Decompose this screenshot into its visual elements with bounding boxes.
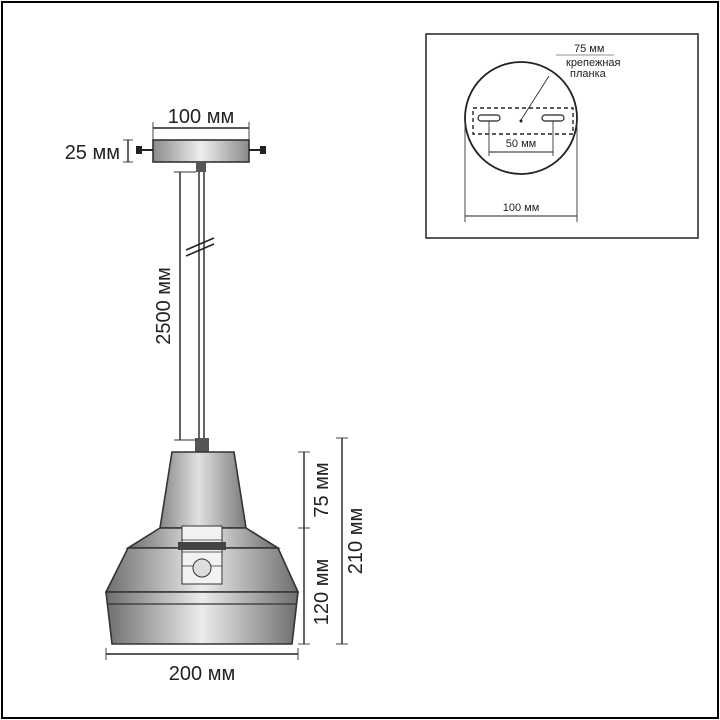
mounting-bracket xyxy=(472,107,574,135)
suspension-cord xyxy=(185,172,215,452)
inset-hole-spacing-label: 50 мм xyxy=(506,138,536,150)
lamp-shade xyxy=(104,451,300,645)
canopy-height-dimension: 25 мм xyxy=(65,139,133,164)
total-height-label: 210 мм xyxy=(345,508,367,574)
inset-bracket-label-2: планка xyxy=(570,68,607,80)
inset-bracket-label-1: крепежная xyxy=(566,57,621,69)
canopy-height-label: 25 мм xyxy=(65,142,120,164)
canopy-width-dimension: 100 мм xyxy=(152,106,250,140)
shade-top-height-label: 75 мм xyxy=(311,462,333,517)
total-height-dimension: 210 мм xyxy=(336,437,367,645)
mounting-inset: 75 мм крепежная планка 50 мм 100 мм xyxy=(425,33,699,239)
inset-diameter-label: 75 мм xyxy=(574,43,604,55)
cord-length-dimension: 2500 мм xyxy=(153,171,196,441)
shade-top-height-dimension: 75 мм xyxy=(298,451,333,529)
canopy-width-label: 100 мм xyxy=(168,106,234,128)
shade-width-dimension: 200 мм xyxy=(105,648,299,685)
canopy-circle xyxy=(464,61,578,175)
shade-width-label: 200 мм xyxy=(169,663,235,685)
shade-bottom-height-dimension: 120 мм xyxy=(298,528,333,645)
canopy xyxy=(136,139,266,172)
inset-width-label: 100 мм xyxy=(503,202,540,214)
shade-bottom-height-label: 120 мм xyxy=(311,559,333,625)
cord-length-label: 2500 мм xyxy=(153,267,175,345)
